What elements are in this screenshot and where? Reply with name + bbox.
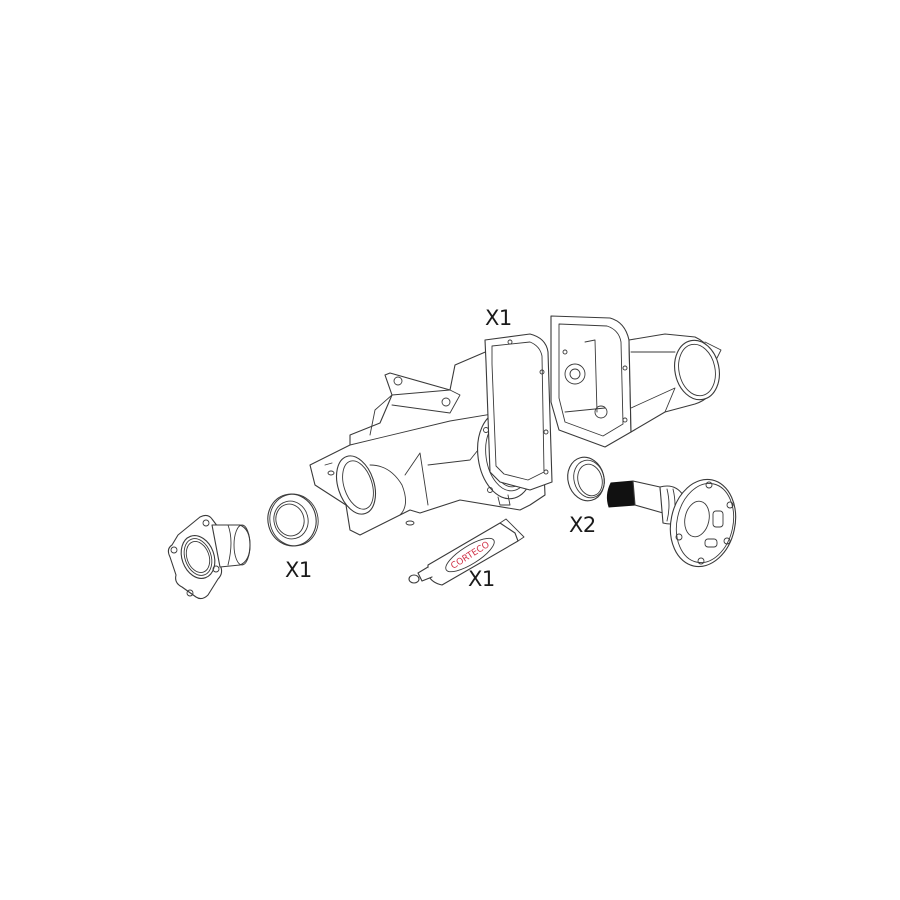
gasket-quantity-label: X1 bbox=[485, 306, 512, 330]
housing-cover bbox=[550, 315, 722, 448]
shaft-seal-right bbox=[567, 456, 605, 502]
seal-right-quantity-label: X2 bbox=[569, 513, 596, 537]
sealant-tube: CORTECO bbox=[408, 518, 525, 586]
output-flange-shaft bbox=[606, 478, 737, 568]
shaft-seal-left bbox=[267, 493, 319, 547]
tube-quantity-label: X1 bbox=[468, 567, 495, 591]
drive-flange-left bbox=[167, 514, 251, 600]
cover-gasket bbox=[484, 333, 553, 491]
seal-left-quantity-label: X1 bbox=[285, 558, 312, 582]
